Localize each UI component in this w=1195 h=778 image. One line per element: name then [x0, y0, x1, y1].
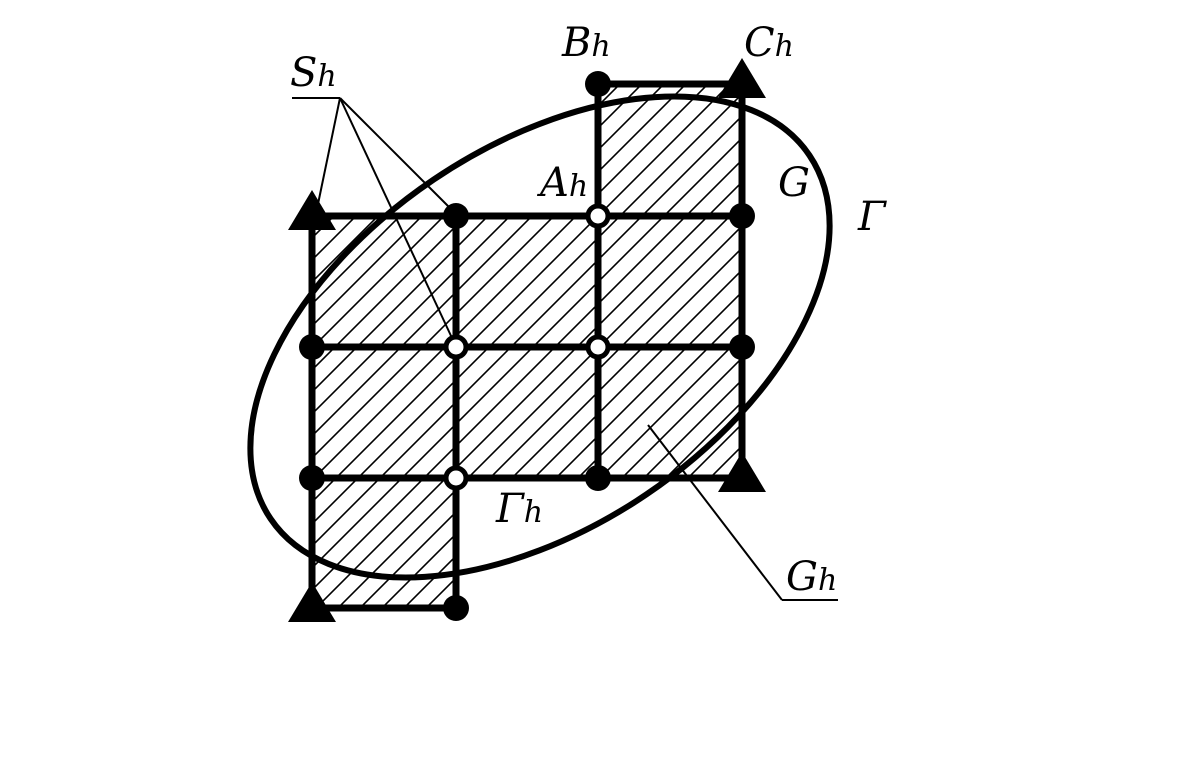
filled-nodes	[299, 71, 755, 621]
label-gamma: Γ	[857, 194, 887, 240]
sh-pointer-1	[317, 97, 341, 205]
node-triangle	[288, 190, 336, 230]
node-filled	[585, 465, 611, 491]
node-hollow	[585, 334, 611, 360]
grid-lines	[308, 80, 746, 612]
hollow-nodes	[443, 203, 611, 491]
sh-pointer-3	[339, 97, 451, 209]
label-gamma-h: Γh	[495, 486, 543, 532]
label-gh: Gh	[786, 554, 837, 600]
node-filled	[299, 334, 325, 360]
node-triangle	[288, 582, 336, 622]
node-hollow	[585, 203, 611, 229]
label-sh: Sh	[290, 50, 337, 96]
label-bh: Bh	[561, 20, 611, 66]
node-filled	[443, 203, 469, 229]
sh-pointer-2	[339, 97, 453, 339]
node-filled	[585, 71, 611, 97]
boundary-ellipse-gamma	[247, 93, 833, 581]
label-g: G	[778, 160, 810, 206]
node-hollow	[443, 334, 469, 360]
node-filled	[729, 334, 755, 360]
node-triangle	[718, 452, 766, 492]
label-ch: Ch	[744, 20, 794, 66]
pointer-lines	[292, 97, 838, 601]
gh-pointer	[647, 424, 783, 601]
triangle-nodes	[288, 58, 766, 622]
label-ah: Ah	[536, 160, 588, 206]
node-hollow	[443, 465, 469, 491]
node-filled	[729, 203, 755, 229]
node-filled	[299, 465, 325, 491]
node-filled	[443, 595, 469, 621]
node-triangle	[718, 58, 766, 98]
